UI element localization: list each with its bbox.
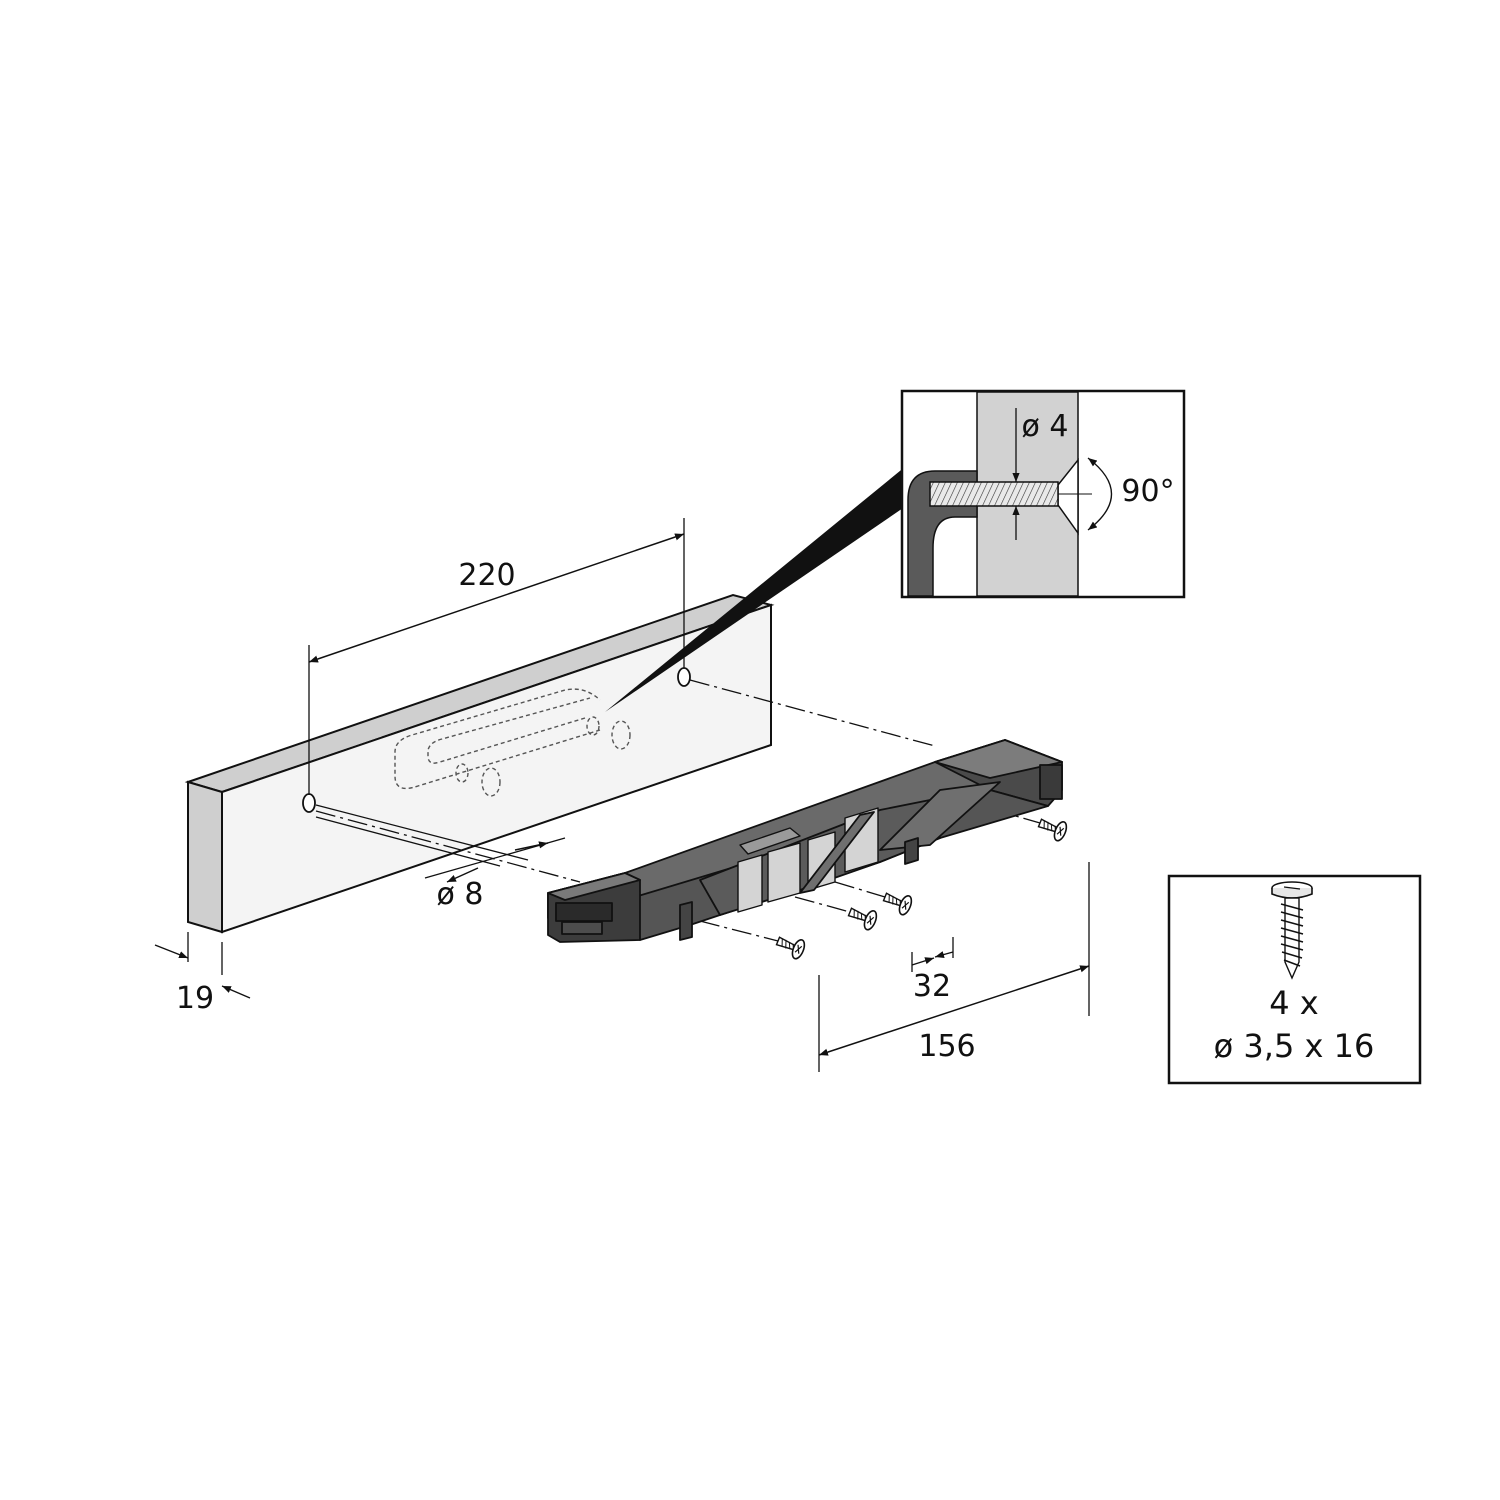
hidden-handle-leg-right bbox=[611, 720, 631, 750]
mounting-bracket bbox=[547, 739, 1063, 943]
dimension-156: 156 bbox=[818, 862, 1090, 1072]
projection-lines bbox=[315, 679, 1041, 942]
bracket-left-clip-inner bbox=[561, 921, 603, 935]
screw-1 bbox=[775, 936, 806, 960]
hidden-handle-leg-right-inner bbox=[586, 716, 600, 736]
drill-hole-left bbox=[302, 793, 316, 813]
dimension-label-hole-diameter: ø 8 bbox=[437, 877, 484, 912]
dimension-label-19: 19 bbox=[176, 981, 214, 1016]
hidden-handle-outline bbox=[394, 688, 601, 790]
dimension-32: 32 bbox=[911, 937, 954, 1004]
detail-label-pilot-hole: ø 4 bbox=[1022, 409, 1069, 444]
drill-hole-right bbox=[677, 667, 691, 687]
dimension-label-32: 32 bbox=[913, 969, 951, 1004]
panel-front-face bbox=[221, 603, 772, 934]
bracket-right-block-top bbox=[934, 739, 1063, 779]
bracket-left-clip bbox=[555, 902, 613, 922]
hidden-handle-leg-left bbox=[481, 767, 501, 797]
dimension-label-156: 156 bbox=[918, 1029, 975, 1064]
dimension-19: 19 bbox=[154, 932, 251, 1016]
dimension-hole-diameter: ø 8 bbox=[424, 837, 566, 912]
detail-callout-pointer bbox=[605, 466, 906, 712]
panel-end-face bbox=[187, 780, 223, 934]
detail-threaded-bolt bbox=[929, 481, 1059, 507]
screw-icon bbox=[1271, 881, 1313, 980]
bracket-strut-1 bbox=[799, 811, 875, 894]
screw-4 bbox=[1037, 818, 1068, 842]
detail-angle-arc bbox=[1087, 457, 1113, 531]
detail-view: ø 4 90° bbox=[900, 389, 1186, 599]
bracket-leg-mid bbox=[904, 837, 919, 865]
hidden-handle-inner bbox=[427, 697, 591, 764]
screw-package-quantity: 4 x bbox=[1269, 984, 1318, 1022]
screw-3 bbox=[882, 892, 913, 916]
screw-package-size: ø 3,5 x 16 bbox=[1214, 1027, 1375, 1065]
detail-label-countersink-angle: 90° bbox=[1121, 474, 1174, 509]
bracket-left-block-top bbox=[547, 872, 641, 901]
bracket-right-clip bbox=[1039, 764, 1063, 800]
bracket-leg-left bbox=[679, 901, 693, 941]
hidden-handle-leg-left-inner bbox=[455, 763, 469, 783]
screw-2 bbox=[847, 907, 878, 931]
dimension-label-220: 220 bbox=[458, 558, 515, 593]
dimension-220: 220 bbox=[308, 518, 685, 795]
screw-package: 4 x ø 3,5 x 16 bbox=[1167, 874, 1422, 1085]
